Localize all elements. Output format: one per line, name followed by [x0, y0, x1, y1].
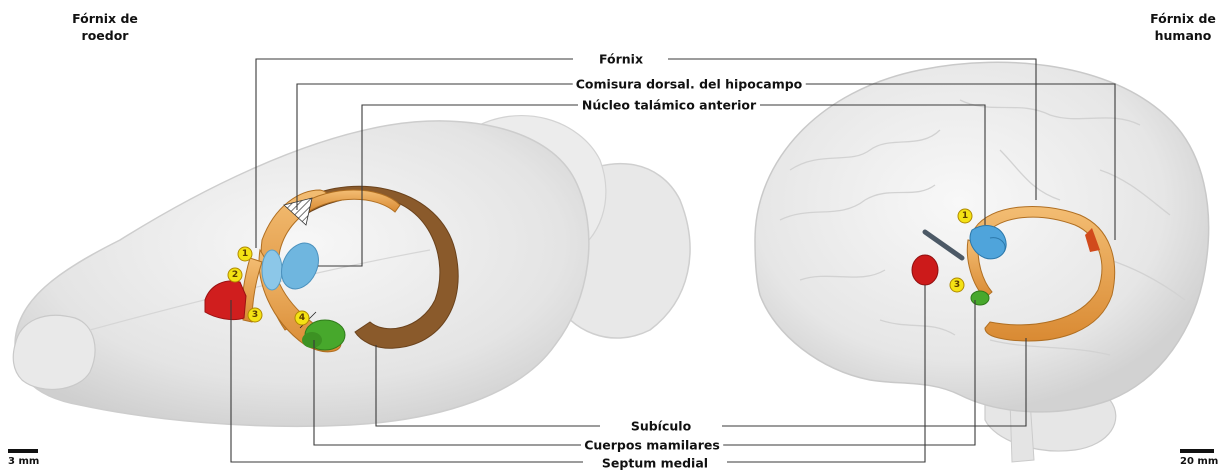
human-marker-1: 1 [958, 209, 972, 223]
rodent-title-line-2: roedor [50, 27, 160, 44]
scale-label-left: 3 mm [8, 456, 39, 467]
label-medial-septum: Septum medial [599, 456, 711, 471]
label-subiculum: Subículo [628, 419, 694, 434]
rodent-brain [13, 116, 690, 427]
human-title-line-2: humano [1128, 27, 1223, 44]
rodent-marker-2: 2 [228, 268, 242, 282]
scale-label-right: 20 mm [1180, 456, 1218, 467]
human-brain [755, 62, 1209, 462]
label-dorsal-hippocampal-commissure: Comisura dorsal. del hipocampo [573, 77, 806, 92]
rodent-marker-1: 1 [238, 247, 252, 261]
human-title-line-1: Fórnix de [1128, 10, 1223, 27]
scale-bar-right [1180, 449, 1214, 453]
rodent-panel-title: Fórnix de roedor [50, 10, 160, 44]
human-marker-2: 3 [950, 278, 964, 292]
label-fornix: Fórnix [596, 52, 646, 67]
rodent-marker-3: 3 [248, 308, 262, 322]
human-panel-title: Fórnix de humano [1128, 10, 1223, 44]
rodent-title-line-1: Fórnix de [50, 10, 160, 27]
scale-bar-left [8, 449, 38, 453]
label-mammillary-bodies: Cuerpos mamilares [581, 438, 723, 453]
label-anterior-thalamic-nucleus: Núcleo talámico anterior [579, 98, 759, 113]
rodent-marker-4: 4 [295, 311, 309, 325]
